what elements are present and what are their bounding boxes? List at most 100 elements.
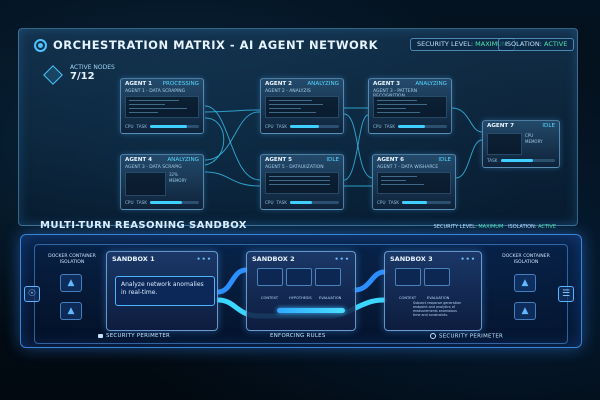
sandbox-section-title: MULTI-TURN REASONING SANDBOX — [40, 220, 247, 231]
evaluation-tile[interactable] — [424, 268, 450, 286]
cpu-label: CPU — [265, 124, 274, 129]
layers-icon[interactable]: ☰ — [558, 286, 574, 302]
agent-name: AGENT 7 — [487, 123, 515, 129]
docker-whale-icon: ▲ — [60, 274, 82, 292]
agent-metrics-view: 32%MEMORY — [125, 172, 199, 196]
isolation-label: ISOLATION: — [505, 40, 542, 48]
task-label: TASK — [388, 200, 400, 205]
cpu-label: CPU — [265, 200, 274, 205]
agent-status: PROCESSING — [162, 81, 199, 87]
task-progress-bar — [150, 125, 199, 128]
tile-label: EVALUATION — [319, 296, 342, 300]
context-tile[interactable] — [395, 268, 421, 286]
reasoning-tiles — [395, 268, 450, 286]
task-progress-bar — [402, 201, 451, 204]
agent-code-view — [265, 96, 339, 118]
docker-isolation-left: DOCKER CONTAINER ISOLATION — [48, 254, 96, 265]
tile-label: CONTEXT — [399, 296, 417, 300]
context-tile[interactable] — [257, 268, 283, 286]
agent-subtitle: AGENT 7 - DATA WISHARCE — [377, 165, 439, 170]
flow-s1-s2 — [215, 267, 249, 295]
progress-fill — [398, 125, 425, 128]
progress-fill — [500, 159, 534, 162]
lock-icon — [98, 333, 103, 338]
sandbox-security-meta: SECURITY LEVEL: MAXIMUM ISOLATION: ACTIV… — [434, 224, 556, 230]
activity-chart — [487, 133, 522, 155]
cpu-label: CPU — [373, 124, 382, 129]
lock-icon — [430, 333, 436, 339]
task-label: TASK — [276, 124, 288, 129]
isolation-value: ACTIVE — [538, 224, 556, 230]
agent-card-1[interactable]: AGENT 1 PROCESSING AGENT 1 - DATA SCRAPIN… — [120, 78, 204, 134]
agent-name: AGENT 4 — [125, 157, 153, 163]
security-level-badge: SECURITY LEVEL: MAXIMUM — [410, 38, 515, 51]
task-progress-bar — [500, 159, 555, 162]
task-label: TASK — [136, 200, 148, 205]
agent-waveform-view — [265, 172, 339, 194]
task-progress-bar — [290, 125, 339, 128]
perimeter-label: SECURITY PERIMETER — [106, 333, 171, 339]
sandbox-3[interactable]: SANDBOX 3••• CONTEXT EVALUATION Subsect … — [384, 251, 482, 331]
sandbox-title: SANDBOX 1 — [112, 255, 155, 263]
active-nodes: ACTIVE NODES 7/12 — [43, 64, 115, 85]
link-a6-a7 — [455, 139, 483, 179]
security-value: MAXIMUM — [478, 224, 504, 230]
progress-fill — [150, 201, 182, 204]
task-label: TASK — [384, 124, 396, 129]
agent-code-view — [373, 96, 447, 118]
agent-status: IDLE — [542, 123, 555, 129]
tile-label: CONTEXT — [261, 296, 279, 300]
security-label: SECURITY LEVEL: — [417, 40, 474, 48]
sandbox-2[interactable]: SANDBOX 2••• CONTEXT HYPOTHESIS EVALUATI… — [246, 251, 356, 331]
task-label: TASK — [487, 158, 498, 163]
docker-whale-icon: ▲ — [514, 302, 536, 320]
active-nodes-value: 7/12 — [70, 71, 95, 82]
reasoning-tiles — [257, 268, 341, 286]
network-logo-icon — [34, 38, 47, 52]
link-a1-a2 — [204, 109, 261, 113]
panel-header: ORCHESTRATION MATRIX - AI AGENT NETWORK — [34, 38, 378, 52]
agent-name: AGENT 2 — [265, 81, 293, 87]
more-icon[interactable]: ••• — [334, 255, 350, 263]
more-icon[interactable]: ••• — [196, 255, 212, 263]
memory-label: MEMORY — [525, 139, 543, 144]
agent-subtitle: AGENT 5 - DATAUIIZATION — [265, 165, 324, 170]
link-a5-a3 — [343, 114, 369, 181]
shield-icon[interactable]: ☉ — [24, 286, 40, 302]
cpu-label: CPU — [125, 200, 134, 205]
isolation-label: ISOLATION: — [508, 224, 537, 230]
sandbox-title: SANDBOX 2 — [252, 255, 295, 263]
link-a1-a4 — [204, 117, 225, 166]
hypothesis-tile[interactable] — [286, 268, 312, 286]
evaluation-tile[interactable] — [315, 268, 341, 286]
security-perimeter-right: SECURITY PERIMETER — [430, 333, 503, 340]
agent-subtitle: AGENT 1 - DATA SCRAPING — [125, 89, 186, 94]
isolation-value: ACTIVE — [544, 40, 568, 48]
security-label: SECURITY LEVEL: — [433, 224, 477, 230]
docker-whale-icon: ▲ — [514, 274, 536, 292]
sandbox-1[interactable]: SANDBOX 1••• Analyze network anomalies i… — [106, 251, 218, 331]
more-icon[interactable]: ••• — [460, 255, 476, 263]
sandbox-title: SANDBOX 3 — [390, 255, 433, 263]
perimeter-label: SECURITY PERIMETER — [439, 333, 504, 340]
agent-status: ANALYZING — [307, 81, 339, 87]
agent-name: AGENT 1 — [125, 81, 153, 87]
tile-label: EVALUATION — [427, 296, 450, 300]
link-a4-a2 — [204, 111, 261, 161]
cpu-percent: 32% — [169, 172, 178, 177]
agent-status: IDLE — [326, 157, 339, 163]
link-a4-a5 — [204, 171, 261, 187]
agent-status: ANALYZING — [167, 157, 199, 163]
flow-s2-s3 — [352, 269, 387, 293]
active-nodes-label: ACTIVE NODES — [70, 64, 115, 71]
cpu-label: CPU — [525, 133, 534, 138]
agent-name: AGENT 3 — [373, 81, 401, 87]
